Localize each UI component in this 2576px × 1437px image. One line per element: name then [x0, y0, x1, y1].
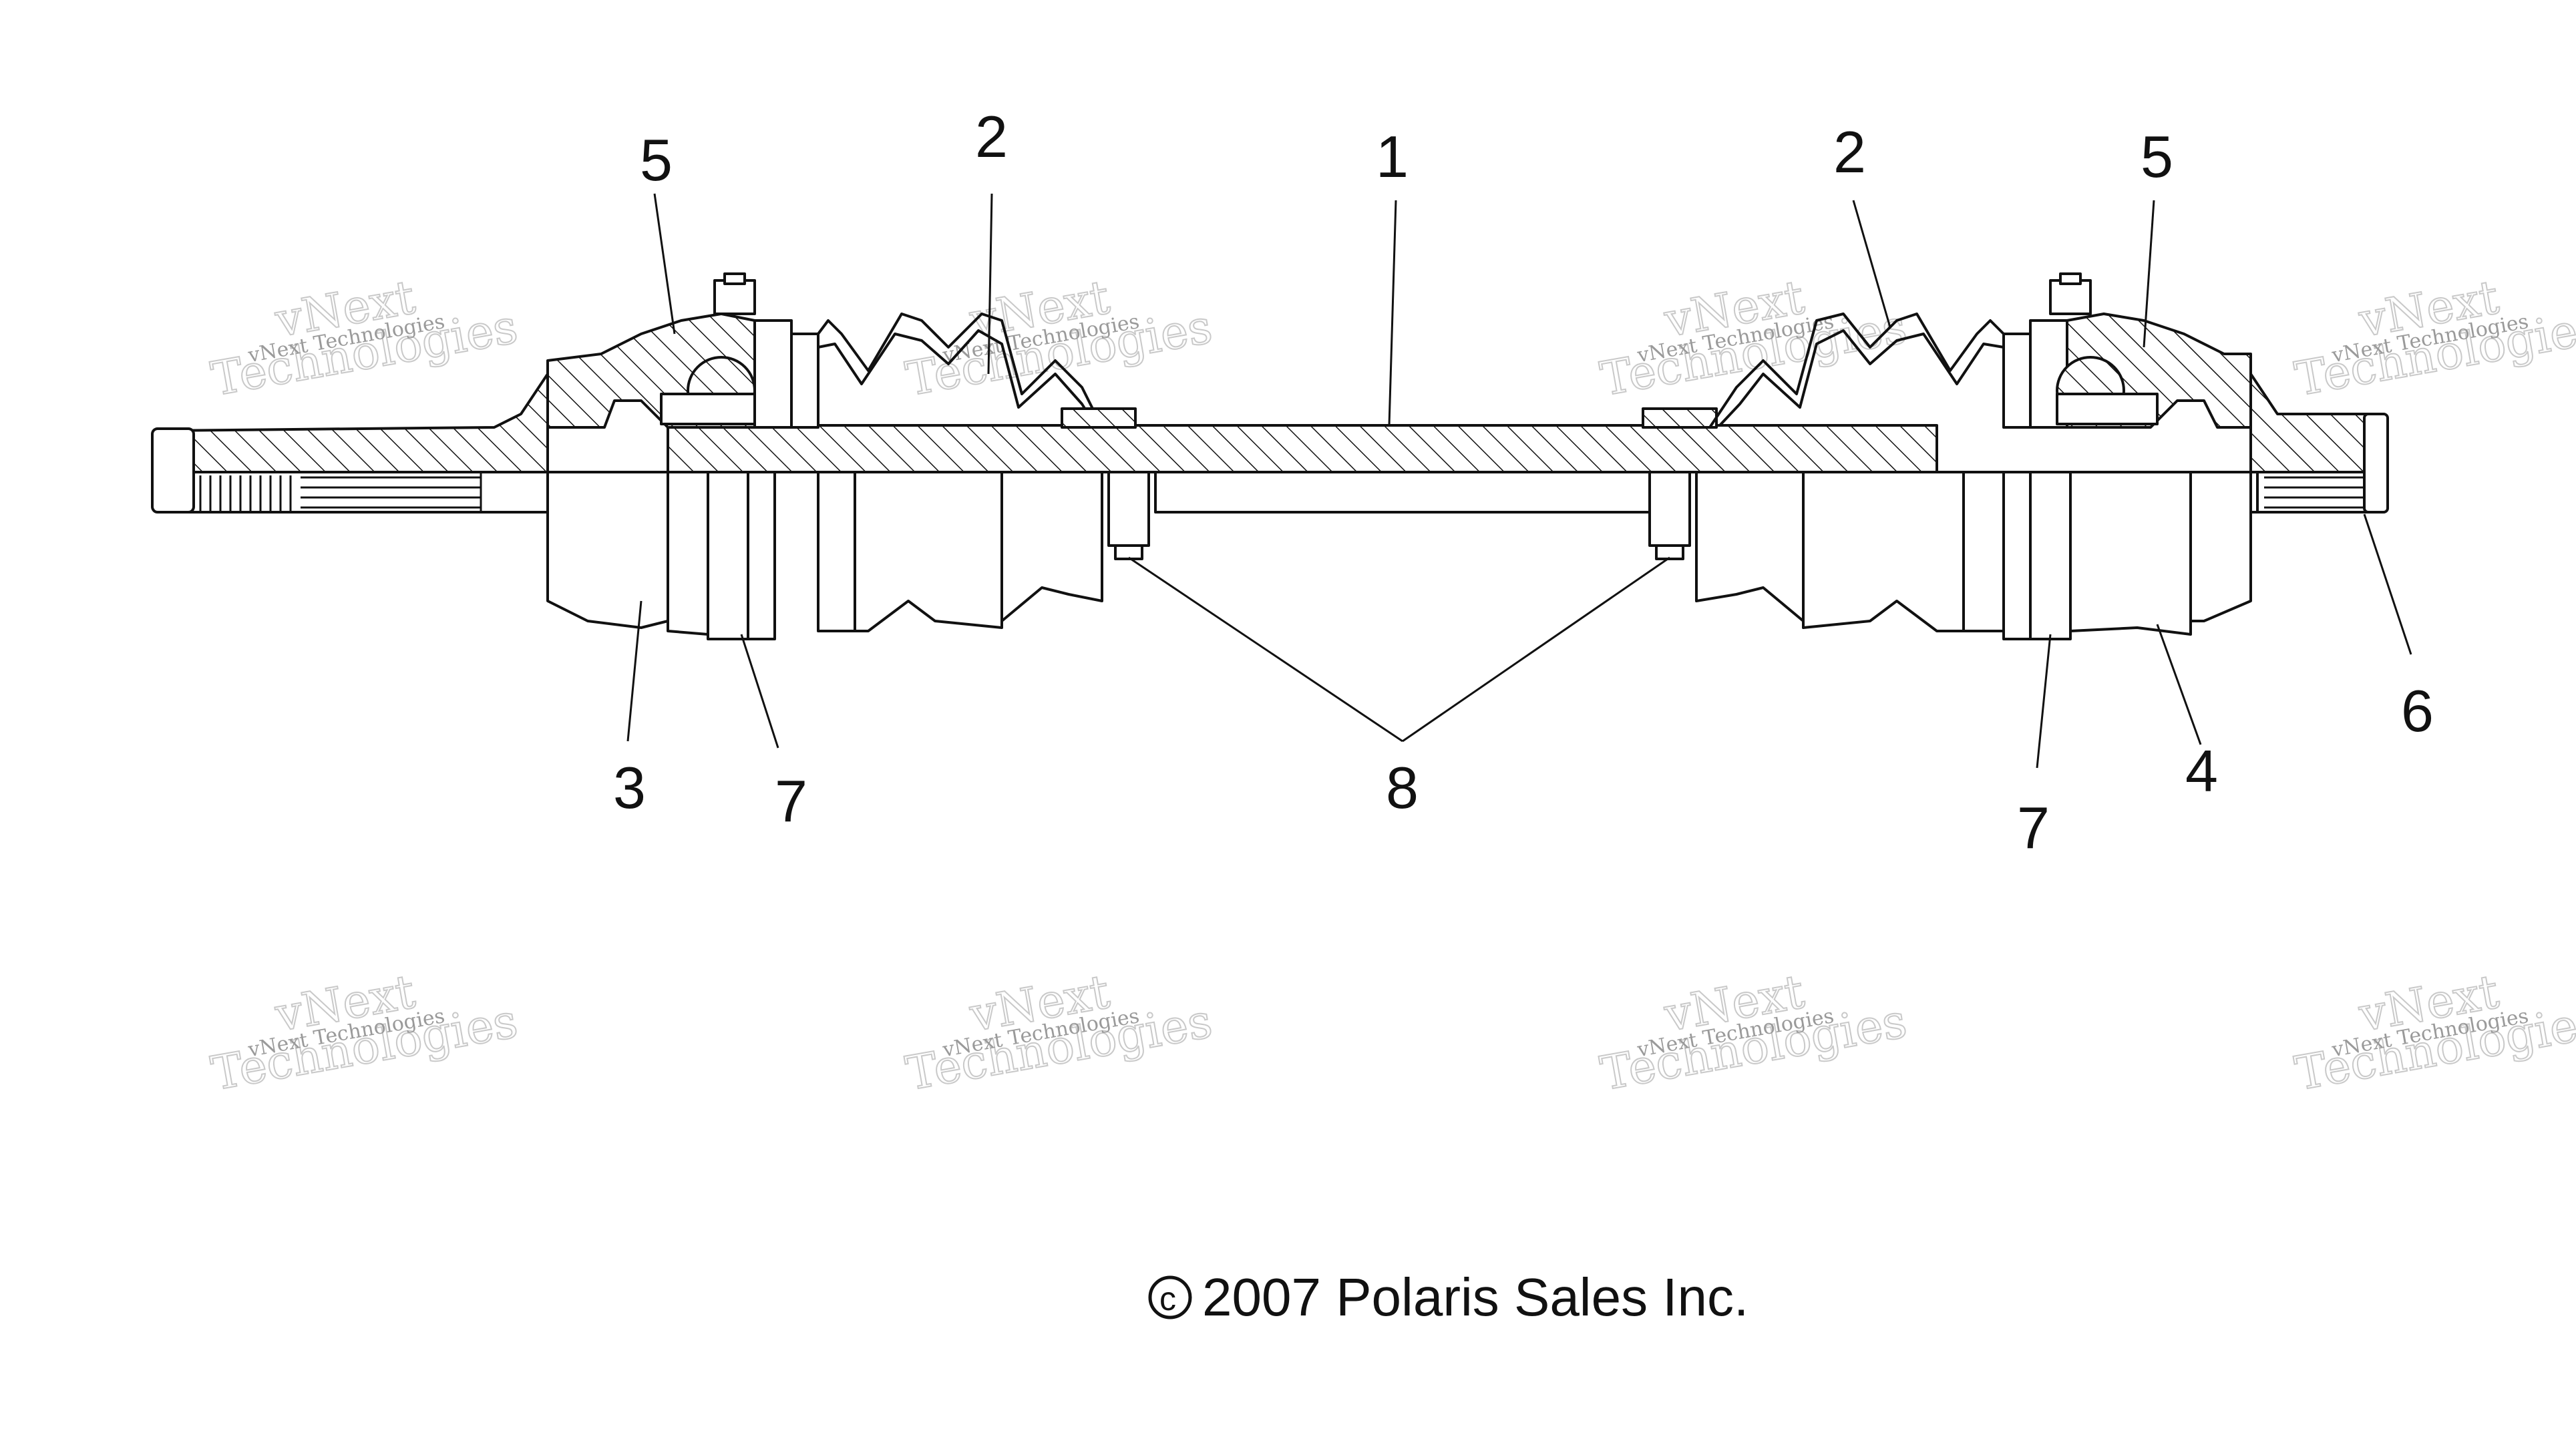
- callout-4: 4: [2185, 738, 2218, 804]
- left-boot: [817, 313, 1150, 632]
- callout-5-right: 5: [2141, 124, 2173, 190]
- callout-6: 6: [2401, 678, 2434, 744]
- left-cv-housing: [546, 272, 776, 636]
- callout-7-right: 7: [2017, 795, 2050, 861]
- copyright-notice: c 2007 Polaris Sales Inc.: [1148, 1267, 1749, 1327]
- watermark: vNext Technologies vNext Technologies: [2290, 269, 2576, 407]
- watermark: vNext Technologies vNext Technologies: [901, 964, 1216, 1102]
- right-stub-shaft: [2249, 373, 2389, 514]
- right-boot: [1695, 313, 2005, 632]
- right-cv-housing: [2049, 272, 2252, 636]
- copyright-text: 2007 Polaris Sales Inc.: [1202, 1267, 1749, 1327]
- leader-lines: [626, 193, 2412, 769]
- callout-3: 3: [613, 755, 646, 821]
- callout-5-left: 5: [640, 127, 673, 193]
- watermark: vNext Technologies vNext Technologies: [206, 269, 522, 407]
- watermark: vNext Technologies vNext Technologies: [1596, 269, 1911, 407]
- right-boot-clamp: [2002, 319, 2072, 640]
- shaft-assembly: [151, 272, 2389, 640]
- right-collar: [1642, 407, 1718, 560]
- callout-2-right: 2: [1833, 119, 1866, 185]
- watermark: vNext Technologies vNext Technologies: [1596, 964, 1911, 1102]
- left-boot-clamp: [707, 319, 819, 640]
- callout-8: 8: [1386, 755, 1419, 821]
- callout-1: 1: [1376, 124, 1409, 190]
- copyright-c: c: [1159, 1280, 1176, 1317]
- main-shaft-exterior: [1154, 471, 1651, 514]
- watermark: vNext Technologies vNext Technologies: [901, 269, 1216, 407]
- left-stub-shaft: [151, 373, 549, 514]
- callout-2-left: 2: [975, 104, 1008, 170]
- copyright-icon: [1148, 1275, 1192, 1319]
- watermark: vNext Technologies vNext Technologies: [2290, 964, 2576, 1102]
- callout-7-left: 7: [775, 768, 807, 834]
- main-shaft-section: [667, 424, 1938, 473]
- watermark: vNext Technologies vNext Technologies: [206, 964, 522, 1102]
- callouts: 1 2 2 3 4 5 5 6 7 7 8: [613, 104, 2434, 861]
